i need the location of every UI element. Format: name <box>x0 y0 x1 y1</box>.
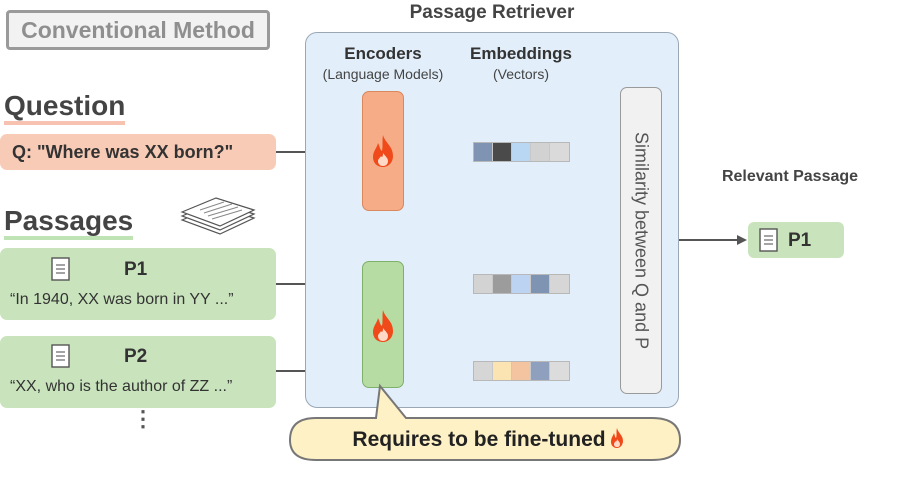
passage-text-p1: “In 1940, XX was born in YY ...” <box>10 291 234 308</box>
embeddings-subtitle: (Vectors) <box>492 66 549 82</box>
passage-title-p2: P2 <box>124 346 148 367</box>
flame-icon <box>373 135 393 167</box>
similarity-label: Similarity between Q and P <box>631 131 652 350</box>
encoders-subtitle: (Language Models) <box>322 66 444 82</box>
vector-cell <box>531 143 550 161</box>
method-label: Conventional Method <box>6 10 270 50</box>
passage-card-p2 <box>0 336 276 408</box>
vector-cell <box>474 275 493 293</box>
more-passages-ellipsis: ⋮ <box>132 406 154 431</box>
embedding-vector-p1 <box>473 274 570 294</box>
vector-cell <box>550 275 569 293</box>
vector-cell <box>474 362 493 380</box>
vector-cell <box>512 275 531 293</box>
passage-card-p1 <box>0 248 276 320</box>
passages-heading: Passages <box>4 205 134 240</box>
vector-cell <box>512 362 531 380</box>
encoders-title: Encoders <box>344 44 422 63</box>
callout-bubble <box>288 383 682 461</box>
vector-cell <box>493 143 512 161</box>
relevant-passage-label: P1 <box>788 230 812 251</box>
vector-cell <box>512 143 531 161</box>
question-heading: Question <box>4 90 126 125</box>
vector-cell <box>493 275 512 293</box>
document-stack-icon <box>180 197 256 235</box>
document-icon <box>759 228 778 252</box>
passage-text-p2: “XX, who is the author of ZZ ...” <box>10 378 233 395</box>
vector-cell <box>531 362 550 380</box>
vector-cell <box>550 362 569 380</box>
question-box: Q: "Where was XX born?" <box>0 134 276 170</box>
relevant-passage-title: Relevant Passage <box>721 168 859 185</box>
vector-cell <box>493 362 512 380</box>
callout-label: Requires to be fine-tuned <box>352 428 606 451</box>
flame-icon <box>610 428 623 448</box>
flame-icon <box>373 310 393 342</box>
embedding-vector-p2 <box>473 361 570 381</box>
retriever-title: Passage Retriever <box>409 2 575 23</box>
embeddings-title: Embeddings <box>469 44 572 63</box>
embedding-vector-question <box>473 142 570 162</box>
passages-heading-text: Passages <box>4 206 134 240</box>
question-heading-text: Question <box>4 91 126 125</box>
vector-cell <box>550 143 569 161</box>
vector-cell <box>474 143 493 161</box>
callout-text: Requires to be fine-tuned <box>296 420 682 460</box>
passage-title-p1: P1 <box>124 259 148 280</box>
vector-cell <box>531 275 550 293</box>
document-icon <box>51 257 70 281</box>
document-icon <box>51 344 70 368</box>
similarity-box <box>620 87 662 394</box>
